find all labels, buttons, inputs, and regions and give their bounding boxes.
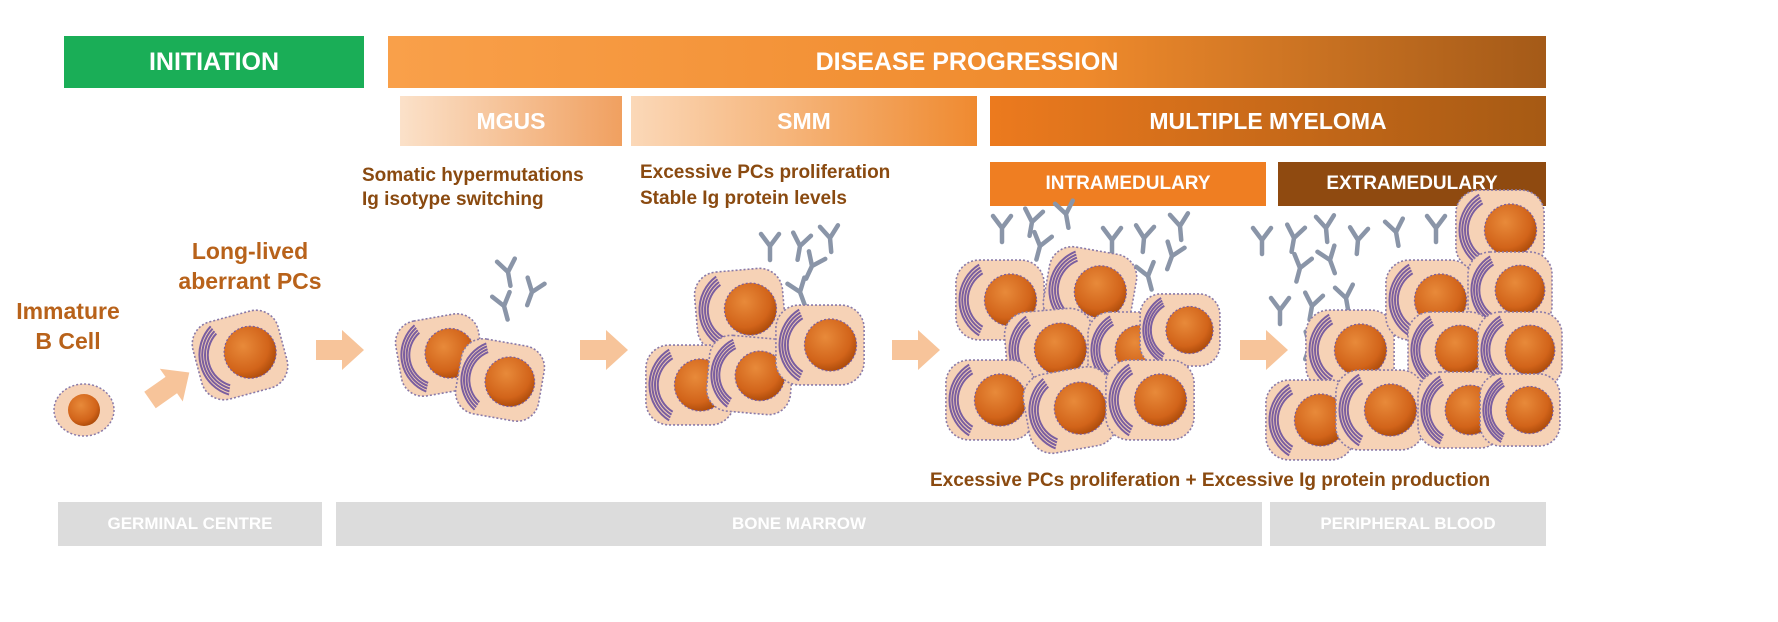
antibody-icon bbox=[790, 230, 814, 263]
disease-progression-banner: DISEASE PROGRESSION bbox=[388, 36, 1546, 88]
antibody-icon bbox=[1382, 216, 1406, 249]
disease-progression-label: DISEASE PROGRESSION bbox=[815, 47, 1119, 76]
antibody-icon bbox=[1250, 225, 1274, 257]
antibody-icon bbox=[1424, 213, 1448, 245]
immature-b-cell-line-1: Immature bbox=[16, 298, 120, 324]
plasma-cell-icon bbox=[693, 267, 787, 353]
plasma-cell-icon bbox=[1022, 365, 1118, 455]
antibody-icon bbox=[1100, 225, 1124, 257]
antibody-icon bbox=[1315, 243, 1338, 276]
plasma-cell-icon bbox=[454, 337, 546, 423]
antibody-icon bbox=[1133, 223, 1157, 255]
plasma-cell-icon bbox=[191, 309, 289, 401]
antibody-icon bbox=[785, 275, 808, 308]
antibody-icon bbox=[1284, 222, 1308, 255]
peripheral-blood-bar: PERIPHERAL BLOOD bbox=[1270, 502, 1546, 546]
progression-arrow-icon bbox=[316, 330, 364, 370]
antibody-icon bbox=[1032, 229, 1055, 262]
intramedulary-banner: INTRAMEDULARY bbox=[990, 162, 1266, 206]
progression-arrow-icon bbox=[144, 368, 190, 409]
plasma-cell-icon bbox=[1139, 293, 1221, 367]
antibody-icon bbox=[494, 256, 518, 289]
plasma-cell-icon bbox=[1105, 359, 1195, 441]
antibody-icon bbox=[1133, 259, 1156, 292]
plasma-cell-icon bbox=[1455, 189, 1545, 271]
mgus-description-line-2: Ig isotype switching bbox=[362, 189, 544, 210]
mgus-description: Somatic hypermutations Ig isotype switch… bbox=[362, 164, 584, 212]
mgus-label: MGUS bbox=[476, 107, 546, 134]
smm-banner: SMM bbox=[631, 96, 977, 146]
long-lived-pcs-label: Long-lived aberrant PCs bbox=[160, 236, 340, 296]
immature-b-cell-line-2: B Cell bbox=[35, 328, 101, 354]
progression-arrow-icon bbox=[580, 330, 628, 370]
smm-description-line-2: Stable Ig protein levels bbox=[640, 188, 847, 209]
smm-label: SMM bbox=[777, 107, 831, 134]
antibody-icon bbox=[1347, 225, 1371, 257]
germinal-centre-label: GERMINAL CENTRE bbox=[107, 514, 273, 533]
antibody-icon bbox=[1022, 206, 1046, 239]
long-lived-pcs-line-1: Long-lived bbox=[191, 238, 309, 264]
antibody-icon bbox=[1302, 290, 1326, 323]
peripheral-blood-label: PERIPHERAL BLOOD bbox=[1320, 514, 1496, 533]
antibody-icon bbox=[524, 275, 547, 308]
progression-arrow-icon bbox=[892, 330, 940, 370]
antibody-icon bbox=[1052, 198, 1076, 231]
bone-marrow-label: BONE MARROW bbox=[731, 514, 867, 533]
plasma-cell-icon bbox=[1477, 311, 1563, 389]
smm-description: Excessive PCs proliferation Stable Ig pr… bbox=[640, 160, 890, 212]
antibody-icon bbox=[1268, 295, 1292, 327]
plasma-cell-icon bbox=[1479, 373, 1561, 447]
multiple-myeloma-banner: MULTIPLE MYELOMA bbox=[990, 96, 1546, 146]
plasma-cell-icon bbox=[705, 334, 795, 416]
progression-arrow-icon bbox=[1240, 330, 1288, 370]
antibody-icon bbox=[817, 223, 841, 255]
initiation-label: INITIATION bbox=[148, 47, 280, 76]
antibody-icon bbox=[990, 213, 1014, 245]
antibody-icon bbox=[1332, 282, 1356, 315]
smm-description-line-1: Excessive PCs proliferation bbox=[640, 162, 891, 183]
antibody-icon bbox=[1292, 251, 1315, 284]
intramedulary-label: INTRAMEDULARY bbox=[1045, 173, 1211, 194]
immature-b-cell-icon bbox=[53, 383, 115, 437]
plasma-cell-icon bbox=[1305, 309, 1395, 391]
mm-description: Excessive PCs proliferation + Excessive … bbox=[930, 470, 1491, 491]
bone-marrow-bar: BONE MARROW bbox=[336, 502, 1262, 546]
multiple-myeloma-label: MULTIPLE MYELOMA bbox=[1149, 107, 1387, 134]
plasma-cell-icon bbox=[1407, 311, 1493, 389]
plasma-cell-icon bbox=[945, 359, 1035, 441]
germinal-centre-bar: GERMINAL CENTRE bbox=[58, 502, 322, 546]
antibody-icon bbox=[758, 231, 782, 263]
plasma-cell-icon bbox=[1335, 369, 1425, 451]
immature-b-cell-label: Immature B Cell bbox=[12, 296, 124, 356]
plasma-cell-icon bbox=[1265, 379, 1355, 461]
plasma-cell-icon bbox=[775, 304, 865, 386]
antibody-icon bbox=[489, 289, 512, 322]
antibody-icon bbox=[803, 249, 828, 281]
initiation-banner: INITIATION bbox=[64, 36, 364, 88]
mgus-banner: MGUS bbox=[400, 96, 622, 146]
extramedulary-label: EXTRAMEDULARY bbox=[1326, 173, 1498, 194]
antibody-icon bbox=[1167, 211, 1191, 243]
long-lived-pcs-line-2: aberrant PCs bbox=[178, 268, 322, 294]
mgus-description-line-1: Somatic hypermutations bbox=[362, 165, 584, 186]
antibody-icon bbox=[1313, 213, 1337, 245]
antibody-icon bbox=[1164, 239, 1187, 272]
